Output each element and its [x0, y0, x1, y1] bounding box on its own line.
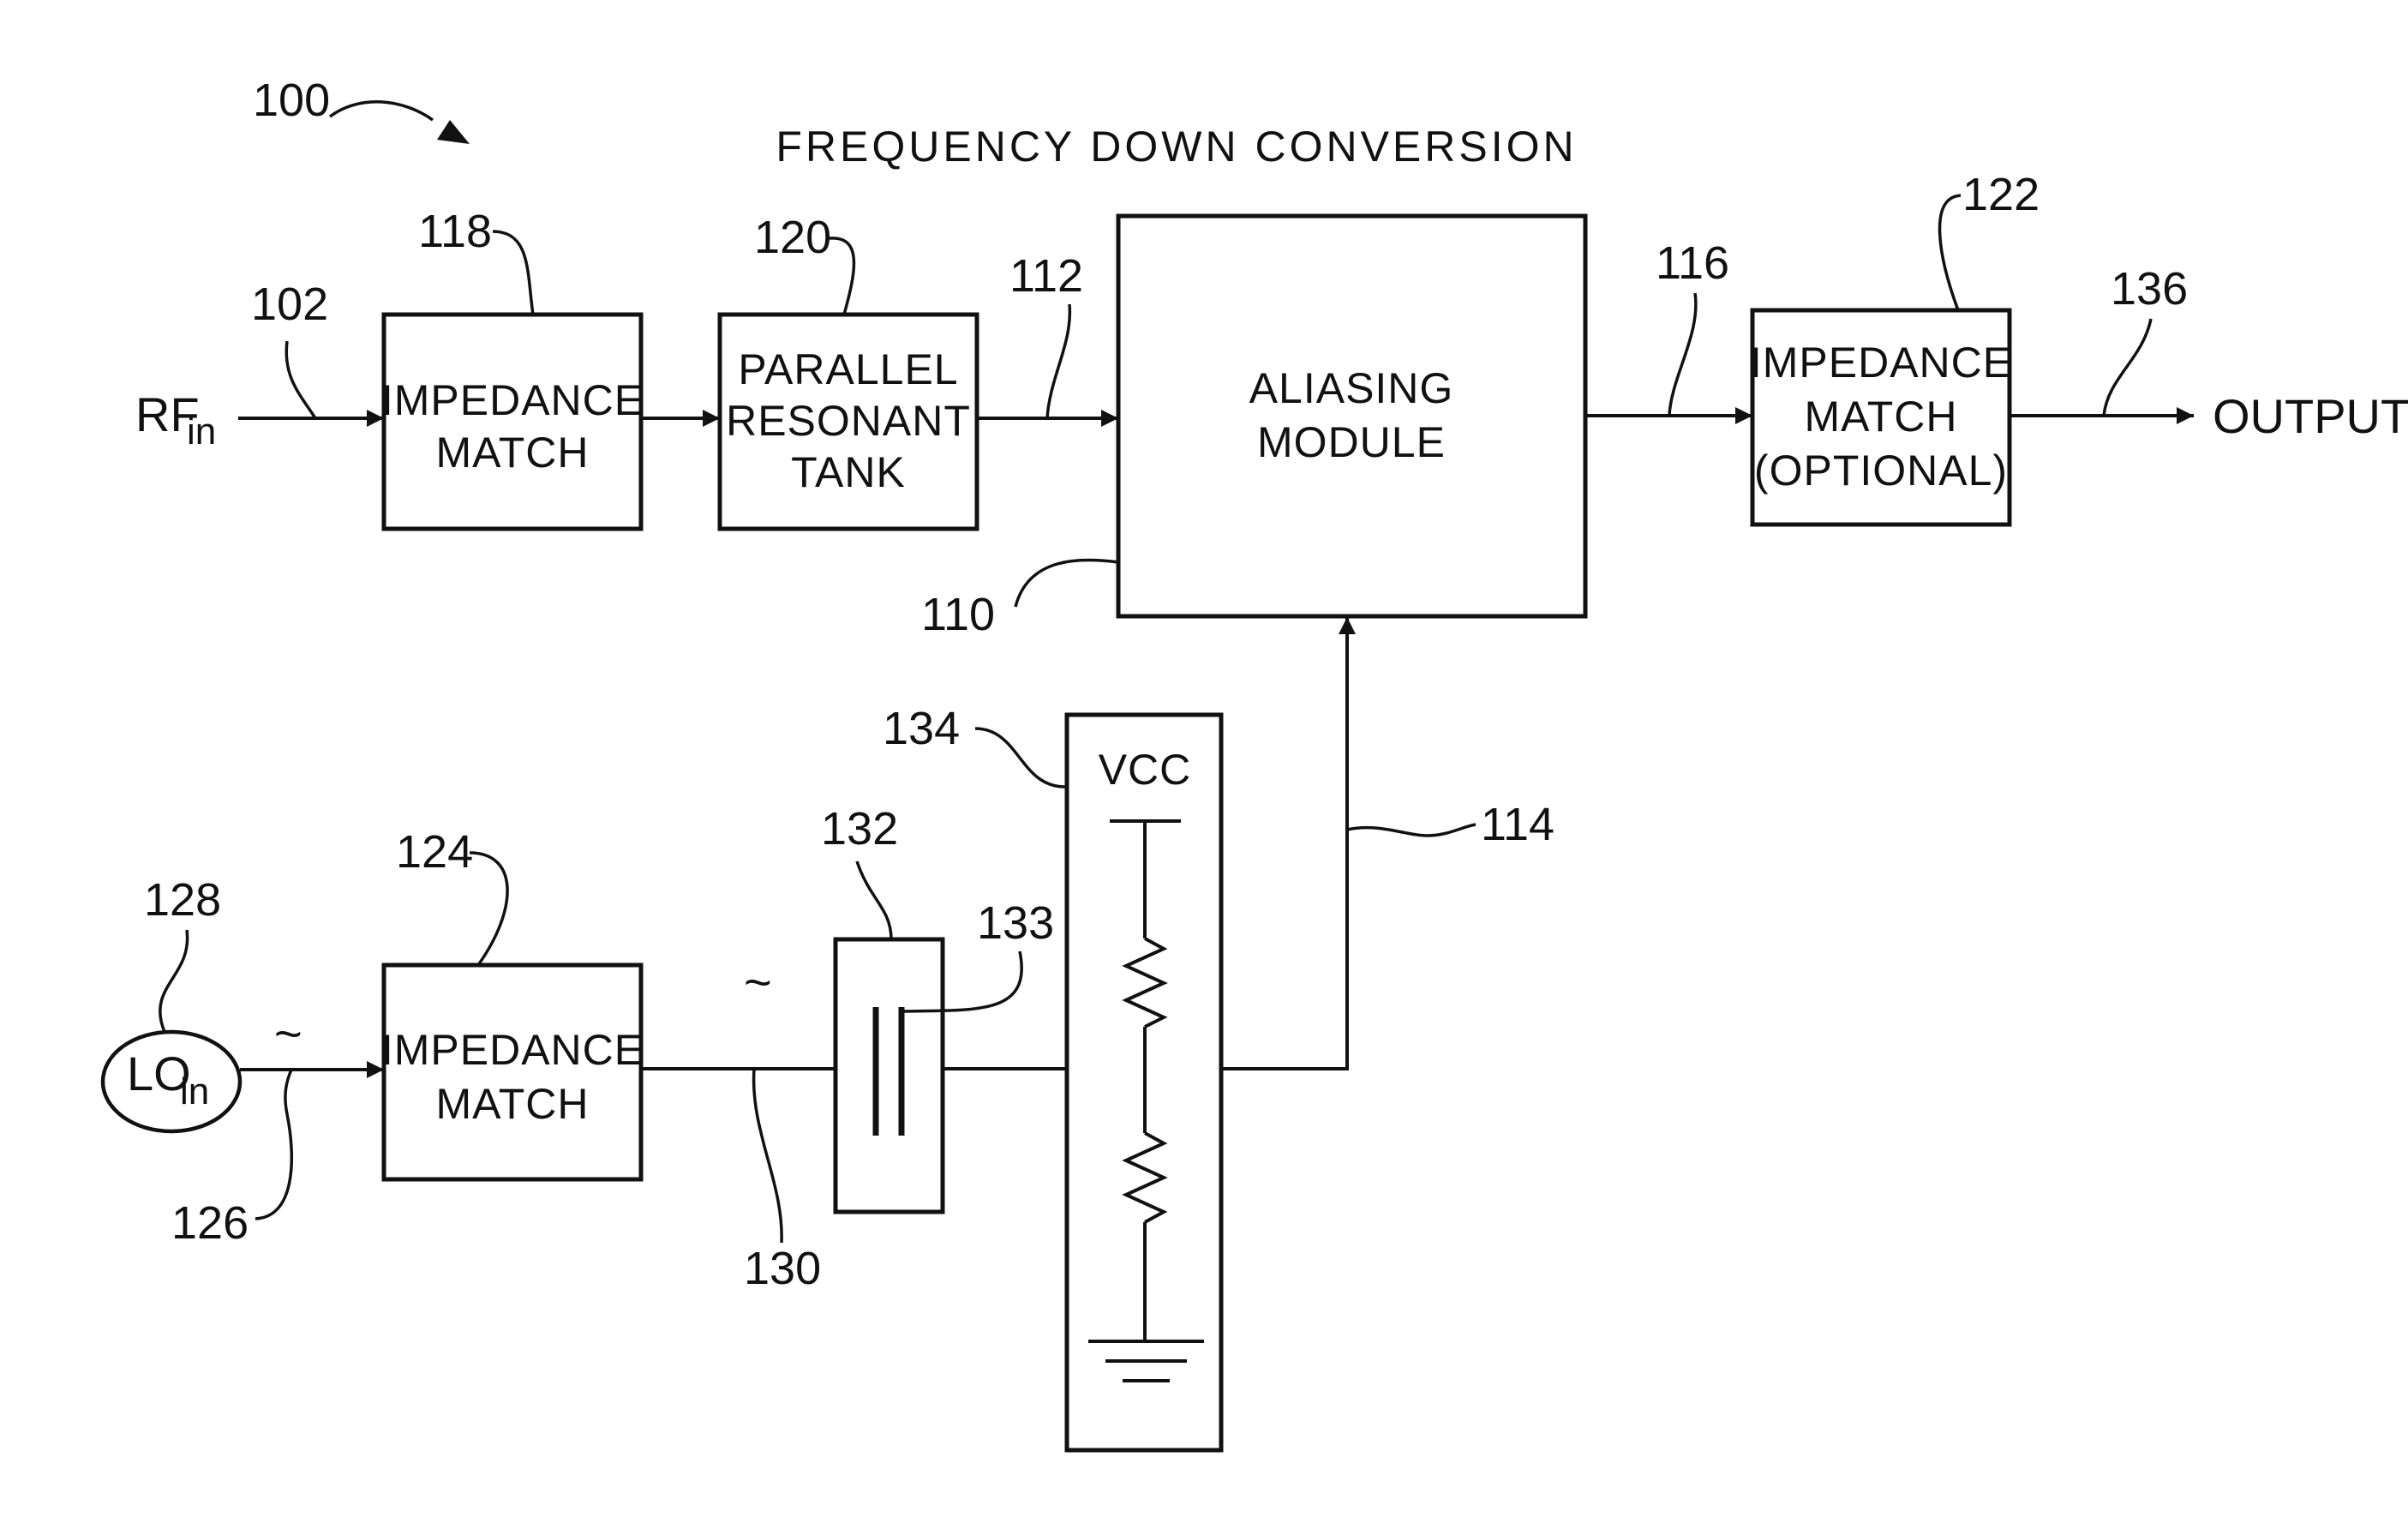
- vcc-label: VCC: [1099, 746, 1192, 794]
- impedance-match-122-line1: IMPEDANCE: [1750, 339, 2012, 387]
- ref-114-leader: [1346, 823, 1477, 837]
- diagram-title: FREQUENCY DOWN CONVERSION: [776, 123, 1577, 171]
- impedance-match-122-line2: MATCH: [1804, 393, 1957, 441]
- ref-130: 130: [744, 1243, 821, 1294]
- aliasing-module-line1: ALIASING: [1249, 364, 1454, 412]
- ref-136: 136: [2111, 263, 2188, 315]
- figure-ref-leader: [328, 100, 434, 122]
- ref-114: 114: [1481, 799, 1554, 850]
- impedance-match-118-line2: MATCH: [435, 429, 589, 477]
- ref-134: 134: [883, 703, 960, 754]
- ref-133: 133: [977, 897, 1054, 949]
- ref-118: 118: [418, 206, 492, 257]
- ref-110: 110: [921, 589, 995, 640]
- tank-line2: RESONANT: [726, 397, 971, 445]
- ref-120-leader: [829, 237, 856, 315]
- aliasing-module-block: [1116, 213, 1588, 619]
- ref-132-leader: [855, 860, 893, 940]
- impedance-match-122-line3: (OPTIONAL): [1754, 447, 2008, 495]
- ref-126: 126: [171, 1197, 249, 1249]
- figure-ref-arrowhead: [437, 120, 470, 144]
- svg-text:LO: LO: [127, 1046, 191, 1100]
- aliasing-module-line2: MODULE: [1257, 418, 1446, 466]
- impedance-match-118-block: [381, 312, 644, 531]
- lo-in-label: LO in: [127, 1046, 209, 1112]
- ref-126-leader: [255, 1069, 294, 1220]
- line-130-tilde-icon: ~: [744, 955, 772, 1009]
- resistor-top-icon: [1122, 937, 1168, 1028]
- ref-116-leader: [1668, 292, 1698, 417]
- ref-124-leader: [469, 851, 509, 967]
- ref-134-leader: [974, 727, 1068, 788]
- ref-102-leader: [285, 340, 317, 419]
- svg-text:RF: RF: [135, 387, 200, 441]
- ref-112: 112: [1009, 250, 1083, 302]
- ref-130-leader: [752, 1068, 783, 1244]
- ref-122-leader: [1938, 194, 1962, 311]
- ref-102: 102: [251, 279, 328, 330]
- ref-116: 116: [1656, 237, 1729, 289]
- ref-112-leader: [1045, 303, 1072, 419]
- parallel-resonant-tank-block: [717, 312, 979, 531]
- ref-132: 132: [821, 803, 898, 854]
- impedance-match-118-line1: IMPEDANCE: [381, 376, 644, 424]
- ref-133-leader: [903, 950, 1023, 1013]
- impedance-match-124-block: [381, 962, 644, 1182]
- ref-128-leader: [159, 929, 189, 1033]
- ref-110-leader: [1014, 558, 1119, 608]
- capacitor-block: [833, 937, 945, 1214]
- ref-124: 124: [396, 826, 473, 878]
- lo-in-source: [100, 1029, 243, 1134]
- impedance-match-124-line2: MATCH: [435, 1080, 589, 1128]
- svg-text:in: in: [187, 411, 216, 453]
- ref-128: 128: [144, 874, 221, 926]
- ref-136-leader: [2102, 318, 2153, 417]
- ref-118-leader: [492, 230, 535, 315]
- lo-tilde-icon: ~: [274, 1006, 302, 1060]
- svg-text:in: in: [180, 1070, 209, 1112]
- rf-in-label: RF in: [135, 387, 216, 453]
- output-label: OUTPUT: [2213, 389, 2408, 443]
- ref-120: 120: [754, 212, 831, 263]
- tank-line1: PARALLEL: [738, 345, 958, 393]
- ref-122: 122: [1962, 169, 2040, 220]
- impedance-match-124-line1: IMPEDANCE: [381, 1026, 644, 1074]
- impedance-match-122-block: [1750, 308, 2012, 527]
- tank-line3: TANK: [791, 448, 906, 496]
- resistor-bottom-icon: [1122, 1131, 1168, 1224]
- figure-ref: 100: [253, 75, 330, 126]
